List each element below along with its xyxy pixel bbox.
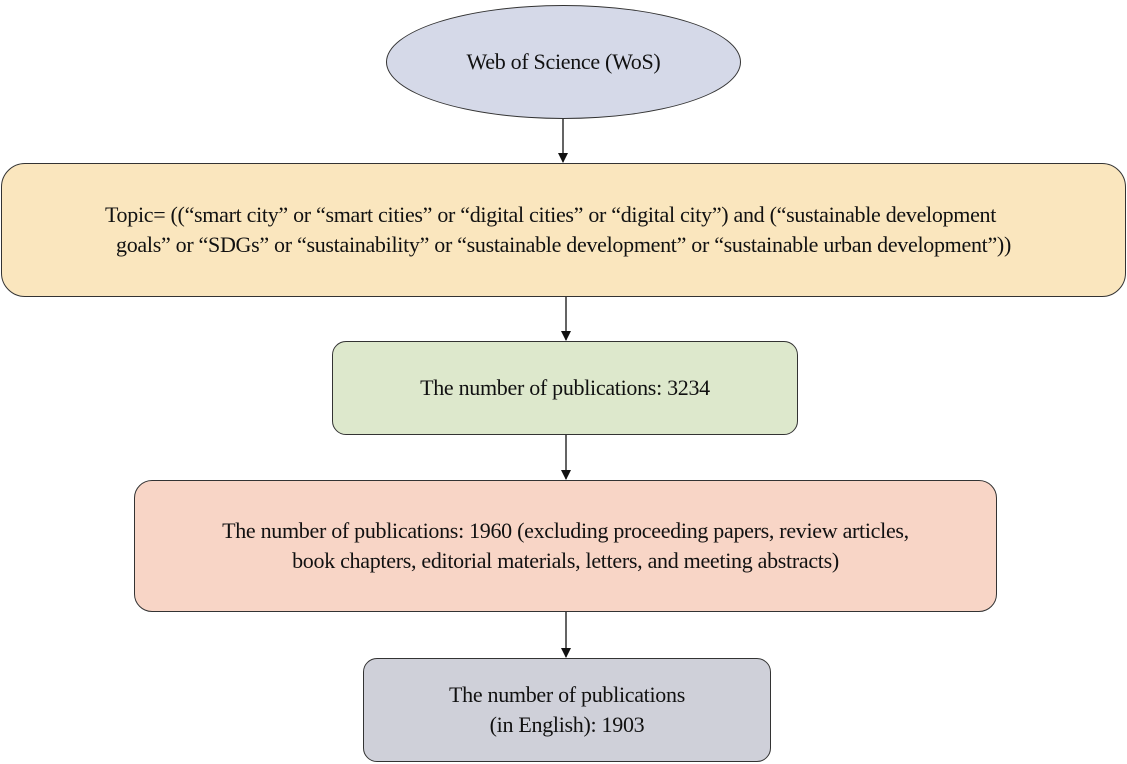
total-label: The number of publications: 3234	[420, 375, 710, 400]
filtered-line-1: The number of publications: 1960 (exclud…	[222, 518, 909, 543]
total-box: The number of publications: 3234	[332, 341, 798, 435]
english-line-2: (in English): 1903	[489, 712, 645, 737]
source-label: Web of Science (WoS)	[466, 49, 661, 74]
source-ellipse: Web of Science (WoS)	[386, 5, 741, 119]
english-line-1: The number of publications	[449, 682, 685, 707]
query-box: Topic= ((“smart city” or “smart cities” …	[1, 163, 1126, 297]
filtered-line-2: book chapters, editorial materials, lett…	[292, 548, 839, 573]
query-line-2: goals” or “SDGs” or “sustainability” or …	[116, 232, 1011, 257]
filtered-box: The number of publications: 1960 (exclud…	[134, 480, 997, 612]
query-line-1: Topic= ((“smart city” or “smart cities” …	[104, 202, 997, 227]
english-box: The number of publications (in English):…	[363, 658, 771, 762]
